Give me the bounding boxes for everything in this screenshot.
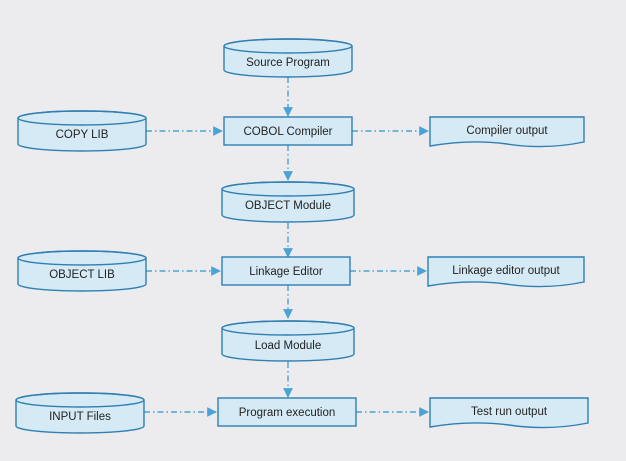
object-module-label: OBJECT Module	[245, 200, 331, 212]
compiler-output-label: Compiler output	[466, 125, 548, 137]
linkage-editor-label: Linkage Editor	[249, 266, 323, 278]
linkage-editor-output-node: Linkage editor output	[427, 256, 585, 288]
compiler-output-node: Compiler output	[429, 116, 585, 148]
object-lib-label: OBJECT LIB	[49, 269, 115, 281]
source-program-label: Source Program	[246, 57, 330, 69]
connectors	[144, 77, 429, 417]
program-execution-node: Program execution	[217, 397, 357, 427]
test-run-output-label: Test run output	[471, 406, 548, 418]
program-execution-label: Program execution	[239, 407, 336, 419]
cobol-compiler-label: COBOL Compiler	[243, 126, 332, 138]
linkage-editor-node: Linkage Editor	[221, 256, 351, 286]
copy-lib-node: COPY LIB	[17, 110, 147, 152]
copy-lib-label: COPY LIB	[56, 129, 109, 141]
object-module-node: OBJECT Module	[221, 181, 355, 223]
input-files-label: INPUT Files	[49, 411, 111, 423]
load-module-label: Load Module	[255, 340, 322, 352]
object-lib-node: OBJECT LIB	[17, 250, 147, 292]
source-program-node: Source Program	[223, 38, 353, 78]
test-run-output-node: Test run output	[429, 397, 589, 429]
cobol-compiler-node: COBOL Compiler	[223, 116, 353, 146]
input-files-node: INPUT Files	[15, 392, 145, 434]
linkage-editor-output-label: Linkage editor output	[452, 265, 560, 277]
load-module-node: Load Module	[221, 320, 355, 362]
